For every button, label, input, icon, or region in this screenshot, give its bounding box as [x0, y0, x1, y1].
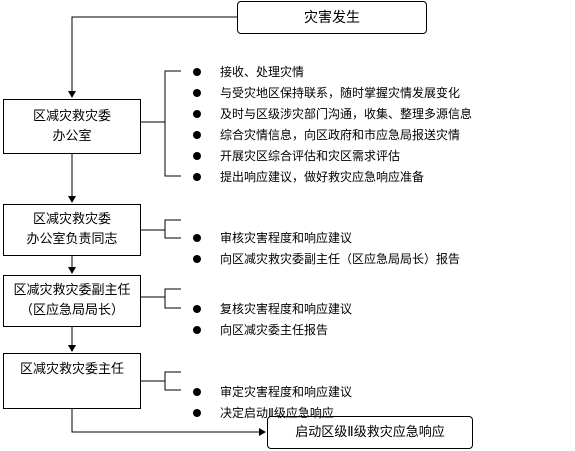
node-disaster-occurs-label: 灾害发生 — [304, 9, 360, 26]
node-disaster-occurs: 灾害发生 — [237, 1, 427, 34]
node-label-line: 办公室负责同志 — [26, 232, 118, 247]
list-item: 及时与区级涉灾部门沟通，收集、整理多源信息 — [193, 104, 472, 125]
node-launch-level-2-response: 启动区级Ⅱ级救灾应急响应 — [267, 416, 473, 449]
task-list-step2: 审核灾害程度和响应建议 向区减灾救灾委副主任（区应急局局长）报告 — [193, 228, 460, 270]
bracket-step3 — [164, 288, 181, 309]
bullet-icon — [193, 68, 201, 76]
node-vice-director: 区减灾救灾委副主任 （区应急局局长） — [3, 275, 141, 327]
list-item: 接收、处理灾情 — [193, 62, 472, 83]
task-text: 向区减灾救灾委副主任（区应急局局长）报告 — [220, 252, 461, 266]
task-text: 提出响应建议，做好救灾应急响应准备 — [220, 170, 425, 184]
bullet-icon — [193, 110, 201, 118]
bullet-icon — [193, 173, 201, 181]
bracket-step1 — [164, 70, 181, 177]
list-item: 综合灾情信息，向区政府和市应急局报送灾情 — [193, 125, 472, 146]
bullet-icon — [193, 152, 201, 160]
node-label-line: 区减灾救灾委 — [32, 108, 111, 124]
bullet-icon — [193, 89, 201, 97]
node-director: 区减灾救灾委主任 — [3, 353, 141, 409]
task-text: 向区减灾委主任报告 — [220, 323, 329, 337]
list-item: 向区减灾委主任报告 — [193, 320, 352, 341]
task-text: 与受灾地区保持联系，随时掌握灾情发展变化 — [220, 86, 461, 100]
list-item: 审定灾害程度和响应建议 — [193, 382, 352, 403]
task-list-step4: 审定灾害程度和响应建议 决定启动Ⅱ级应急响应 — [193, 382, 352, 424]
task-text: 及时与区级涉灾部门沟通，收集、整理多源信息 — [220, 107, 473, 121]
node-label-line: 区减灾救灾委 — [32, 212, 111, 227]
bracket-step4 — [164, 371, 181, 391]
task-text: 审核灾害程度和响应建议 — [220, 231, 353, 245]
node-label-line: 办公室 — [52, 128, 92, 144]
list-item: 开展灾区综合评估和灾区需求评估 — [193, 146, 472, 167]
task-text: 综合灾情信息，向区政府和市应急局报送灾情 — [220, 128, 461, 142]
bullet-icon — [193, 234, 201, 242]
node-label-line: 区减灾救灾委主任 — [19, 362, 124, 377]
task-text: 接收、处理灾情 — [220, 65, 305, 79]
list-item: 审核灾害程度和响应建议 — [193, 228, 460, 249]
list-item: 提出响应建议，做好救灾应急响应准备 — [193, 167, 472, 188]
task-text: 复核灾害程度和响应建议 — [220, 302, 353, 316]
list-item: 与受灾地区保持联系，随时掌握灾情发展变化 — [193, 83, 472, 104]
node-office-head: 区减灾救灾委 办公室负责同志 — [3, 204, 141, 256]
node-launch-level-2-response-label: 启动区级Ⅱ级救灾应急响应 — [295, 424, 445, 440]
bullet-icon — [193, 255, 201, 263]
task-list-step1: 接收、处理灾情 与受灾地区保持联系，随时掌握灾情发展变化 及时与区级涉灾部门沟通… — [193, 62, 472, 188]
bracket-step2 — [164, 219, 181, 239]
connector-step4-to-end — [71, 409, 266, 436]
node-label-line: （区应急局局长） — [19, 303, 124, 318]
list-item: 复核灾害程度和响应建议 — [193, 299, 352, 320]
bullet-icon — [193, 305, 201, 313]
bullet-icon — [193, 131, 201, 139]
node-label-line: 区减灾救灾委副主任 — [13, 283, 131, 298]
task-text: 审定灾害程度和响应建议 — [220, 385, 353, 399]
bullet-icon — [193, 388, 201, 396]
connector-start-to-step1 — [68, 16, 237, 98]
task-text: 开展灾区综合评估和灾区需求评估 — [220, 149, 401, 163]
list-item: 向区减灾救灾委副主任（区应急局局长）报告 — [193, 249, 460, 270]
node-district-committee-office: 区减灾救灾委 办公室 — [3, 99, 141, 154]
task-text: 决定启动Ⅱ级应急响应 — [220, 406, 334, 420]
task-list-step3: 复核灾害程度和响应建议 向区减灾委主任报告 — [193, 299, 352, 341]
bullet-icon — [193, 409, 201, 417]
list-item: 决定启动Ⅱ级应急响应 — [193, 403, 352, 424]
bullet-icon — [193, 326, 201, 334]
